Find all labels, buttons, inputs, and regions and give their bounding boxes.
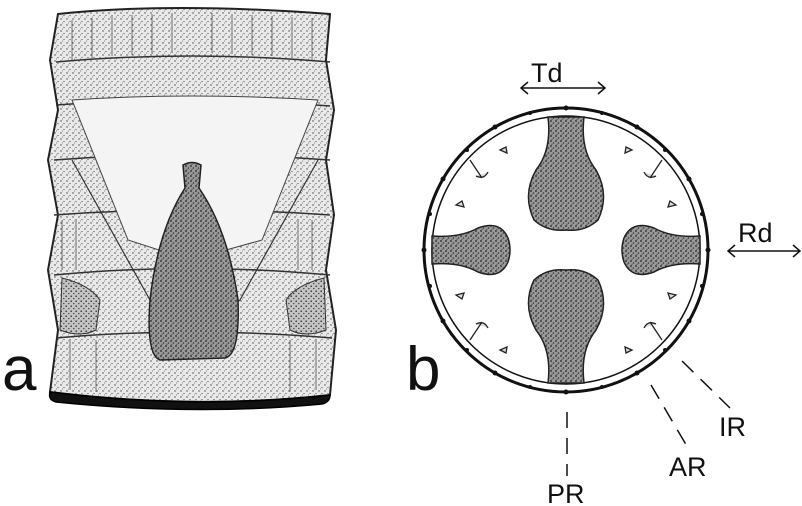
panel-a-letter: a	[2, 335, 37, 404]
panel-b-letter: b	[406, 335, 440, 404]
label-pr: PR	[547, 479, 585, 506]
label-ar: AR	[669, 452, 707, 482]
panel-a-drawing	[48, 8, 336, 410]
label-rd: Rd	[738, 218, 773, 248]
label-td: Td	[531, 58, 563, 88]
ir-leader	[682, 361, 730, 408]
label-ir: IR	[719, 412, 746, 442]
ar-leader	[651, 385, 688, 448]
